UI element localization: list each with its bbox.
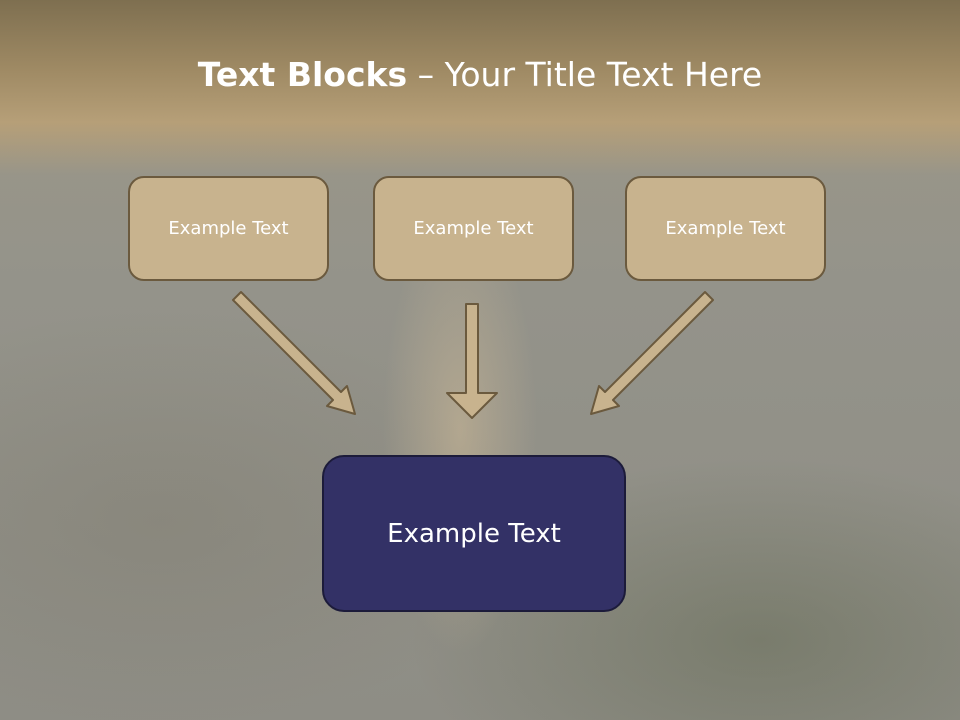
main-text-box[interactable]: Example Text <box>322 455 626 612</box>
text-box-1-label: Example Text <box>168 218 289 239</box>
arrow-left <box>232 291 356 415</box>
slide-title: Text Blocks – Your Title Text Here <box>0 52 960 98</box>
text-box-1[interactable]: Example Text <box>128 176 329 281</box>
arrow-center <box>446 303 498 419</box>
header-band <box>0 0 960 175</box>
text-box-3[interactable]: Example Text <box>625 176 826 281</box>
main-text-box-label: Example Text <box>387 518 561 549</box>
arrow-right <box>590 291 714 415</box>
text-box-2[interactable]: Example Text <box>373 176 574 281</box>
title-rest: – Your Title Text Here <box>407 55 763 94</box>
text-box-3-label: Example Text <box>665 218 786 239</box>
text-box-2-label: Example Text <box>413 218 534 239</box>
title-bold: Text Blocks <box>197 55 408 94</box>
